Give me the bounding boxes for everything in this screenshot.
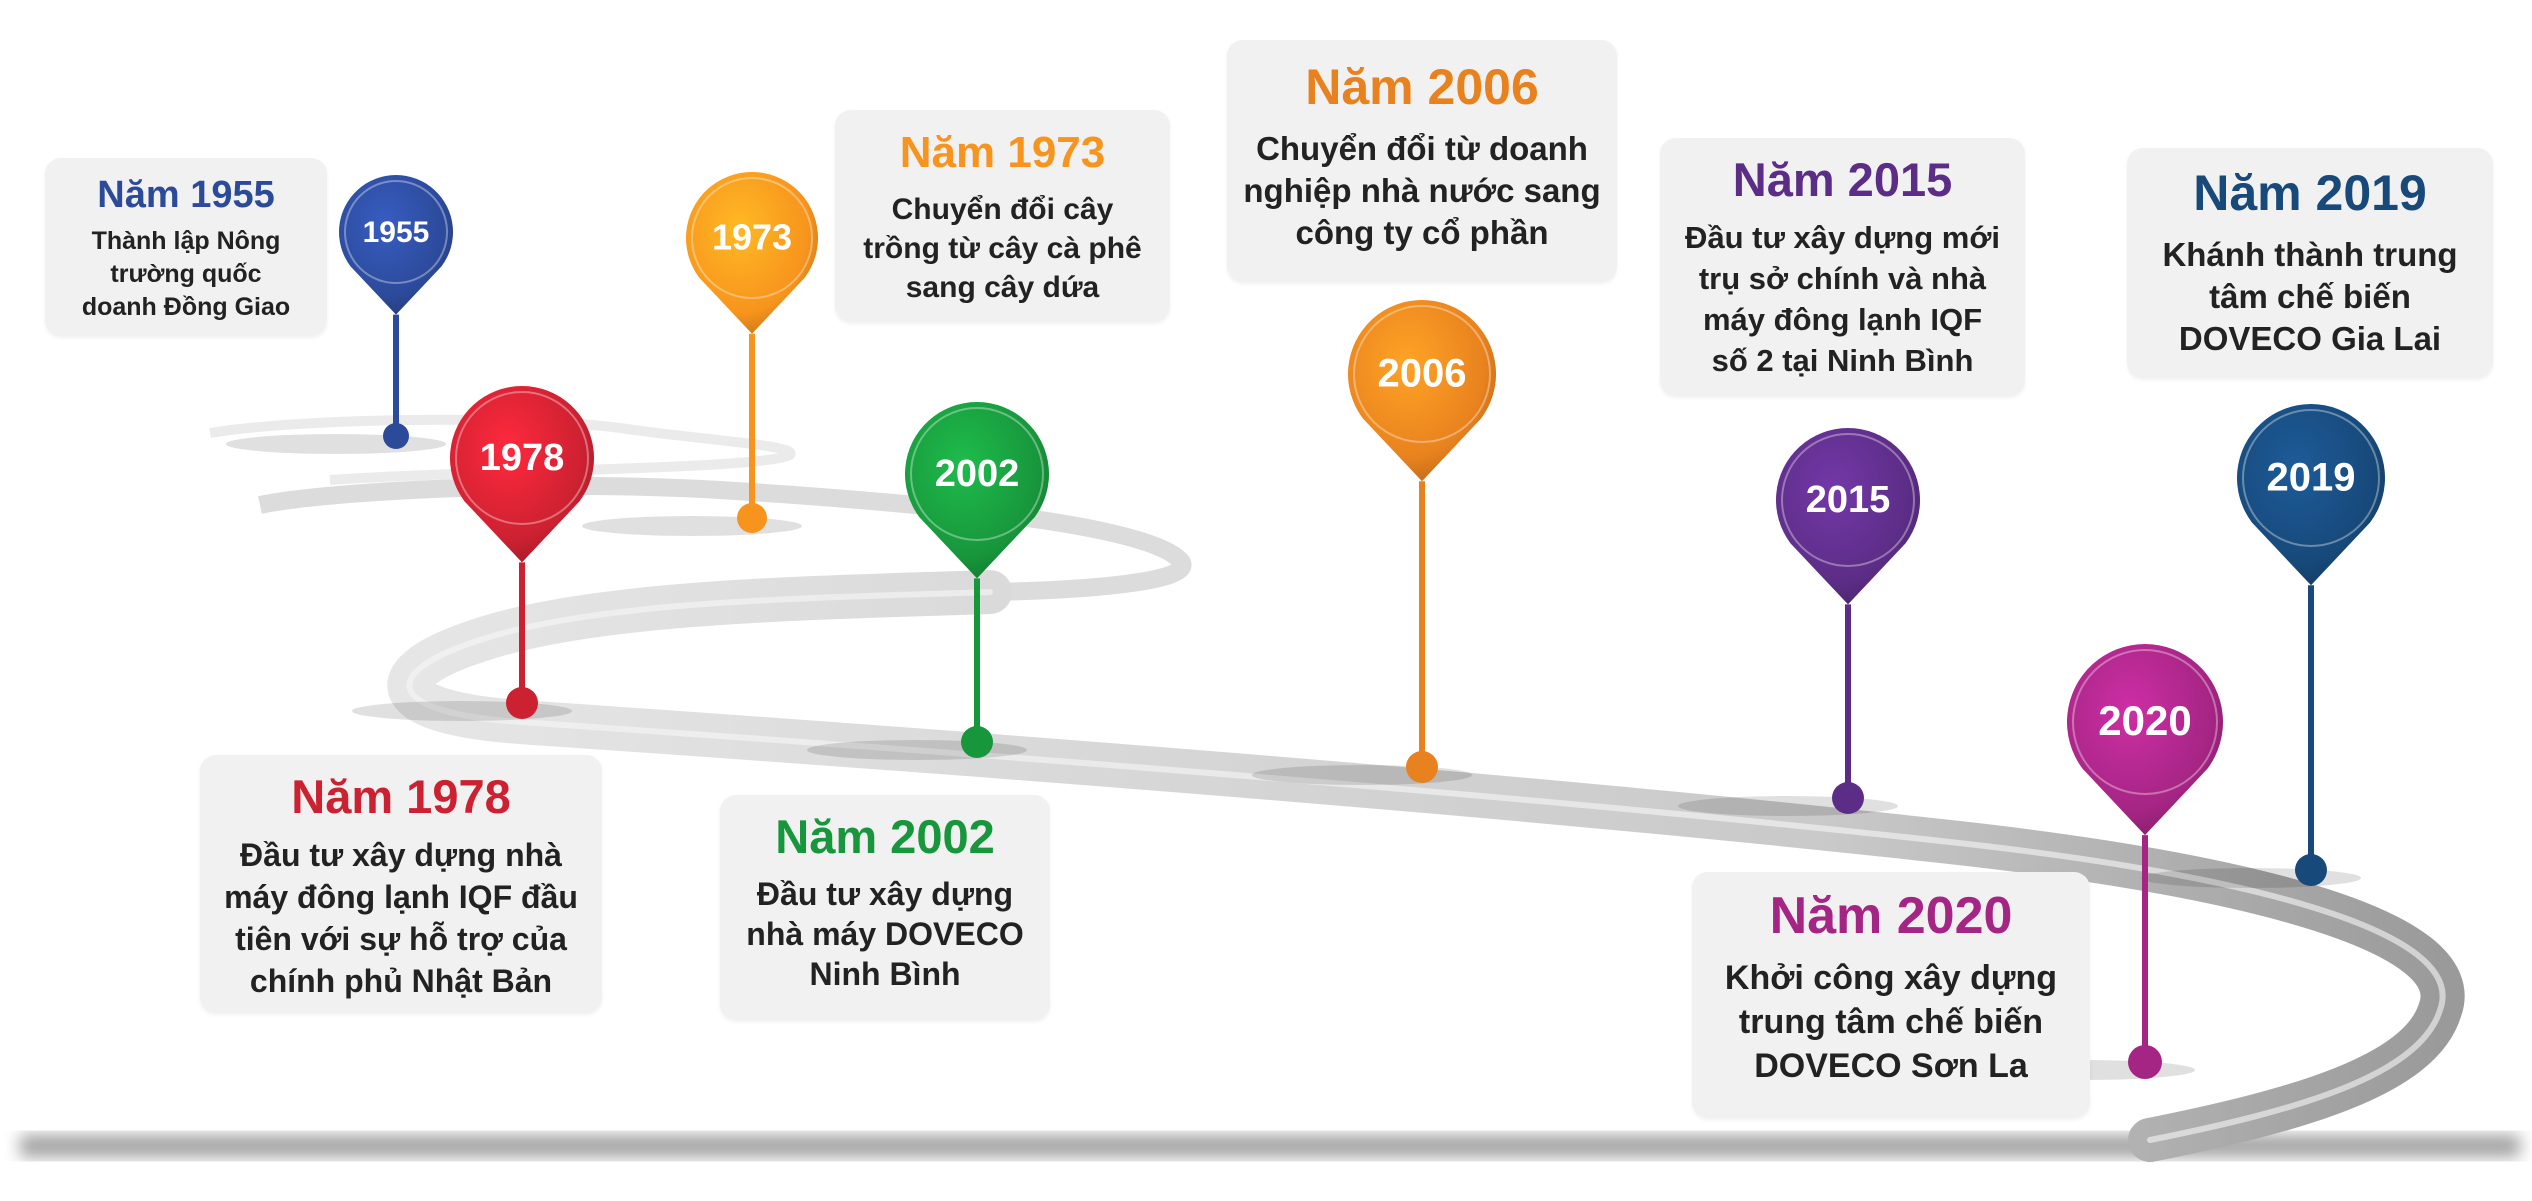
- pin-ring: [691, 177, 813, 299]
- pin-1955: 1955: [226, 175, 454, 454]
- event-card-2019: Năm 2019 Khánh thành trung tâm chế biến …: [2127, 148, 2493, 378]
- pin-shadow: [807, 740, 1027, 760]
- pin-head: [905, 401, 1049, 579]
- pin-label-2019: 2019: [2267, 456, 2356, 500]
- event-card-1973: Năm 1973 Chuyển đổi cây trồng từ cây cà …: [835, 110, 1170, 322]
- pin-ring: [1781, 433, 1915, 567]
- event-card-2006: Năm 2006 Chuyển đổi từ doanh nghiệp nhà …: [1227, 40, 1617, 282]
- pin-base-dot: [1406, 751, 1438, 783]
- event-card-2002: Năm 2002 Đầu tư xây dựng nhà máy DOVECO …: [720, 795, 1050, 1020]
- pin-shadow: [582, 516, 802, 536]
- event-card-1955: Năm 1955 Thành lập Nông trường quốc doan…: [45, 158, 327, 336]
- event-title-2002: Năm 2002: [775, 810, 995, 863]
- pin-shadow: [226, 434, 446, 454]
- pin-label-1973: 1973: [712, 217, 792, 258]
- pin-ring: [2072, 649, 2218, 795]
- pin-base-dot: [2128, 1045, 2162, 1079]
- event-desc-2019: Khánh thành trung tâm chế biến DOVECO Gi…: [2162, 236, 2458, 357]
- event-desc-1955: Thành lập Nông trường quốc doanh Đồng Gi…: [81, 227, 291, 321]
- event-desc-2002: Đầu tư xây dựng nhà máy DOVECO Ninh Bình: [746, 876, 1024, 992]
- event-title-1955: Năm 1955: [97, 174, 275, 216]
- pin-shadow: [1252, 765, 1472, 785]
- pin-head: [686, 171, 819, 334]
- event-card-2020: Năm 2020 Khởi công xây dựng trung tâm ch…: [1692, 872, 2090, 1118]
- pin-ring: [2242, 409, 2380, 547]
- pin-head: [1776, 428, 1920, 605]
- pin-1978: 1978: [352, 386, 594, 721]
- event-title-2006: Năm 2006: [1305, 59, 1539, 115]
- event-desc-1978: Đầu tư xây dựng nhà máy đông lạnh IQF đầ…: [224, 837, 578, 999]
- pin-head: [1348, 299, 1496, 482]
- pin-ring: [1353, 305, 1491, 443]
- pin-base-dot: [737, 503, 767, 533]
- pin-ring: [455, 391, 589, 525]
- pin-base-dot: [506, 687, 538, 719]
- event-title-2019: Năm 2019: [2193, 165, 2427, 221]
- pin-2002: 2002: [807, 401, 1049, 760]
- pin-label-2006: 2006: [1378, 352, 1467, 396]
- pin-base-dot: [383, 423, 409, 449]
- pin-base-dot: [1832, 782, 1864, 814]
- event-title-1978: Năm 1978: [291, 770, 511, 823]
- event-title-2015: Năm 2015: [1732, 153, 1953, 206]
- pin-base-dot: [961, 726, 993, 758]
- pin-1973: 1973: [582, 171, 819, 536]
- pin-label-2002: 2002: [935, 453, 1020, 495]
- pin-head: [2067, 643, 2223, 836]
- pin-shadow: [352, 701, 572, 721]
- event-card-2015: Năm 2015 Đầu tư xây dựng mới trụ sở chín…: [1660, 138, 2025, 396]
- event-desc-2020: Khởi công xây dựng trung tâm chế biến DO…: [1724, 959, 2058, 1085]
- event-title-2020: Năm 2020: [1769, 887, 2013, 945]
- pin-label-2020: 2020: [2098, 697, 2191, 744]
- pin-shadow: [1678, 796, 1898, 816]
- pin-head: [449, 386, 594, 563]
- event-title-1973: Năm 1973: [899, 128, 1106, 177]
- pin-base-dot: [2295, 854, 2327, 886]
- pin-head: [2237, 404, 2386, 586]
- pin-2006: 2006: [1252, 299, 1496, 785]
- pin-ring: [344, 180, 448, 284]
- event-desc-2015: Đầu tư xây dựng mới trụ sở chính và nhà …: [1685, 220, 2000, 378]
- event-card-1978: Năm 1978 Đầu tư xây dựng nhà máy đông lạ…: [200, 755, 602, 1013]
- pin-label-1955: 1955: [363, 216, 430, 249]
- pin-label-1978: 1978: [480, 437, 565, 479]
- pin-2015: 2015: [1678, 428, 1920, 816]
- pin-2019: 2019: [2141, 404, 2386, 888]
- pin-shadow: [2141, 868, 2361, 888]
- pin-head: [339, 175, 454, 315]
- pin-ring: [910, 407, 1044, 541]
- pin-label-2015: 2015: [1806, 479, 1891, 521]
- event-desc-1973: Chuyển đổi cây trồng từ cây cà phê sang …: [863, 193, 1142, 304]
- event-desc-2006: Chuyển đổi từ doanh nghiệp nhà nước sang…: [1243, 130, 1601, 251]
